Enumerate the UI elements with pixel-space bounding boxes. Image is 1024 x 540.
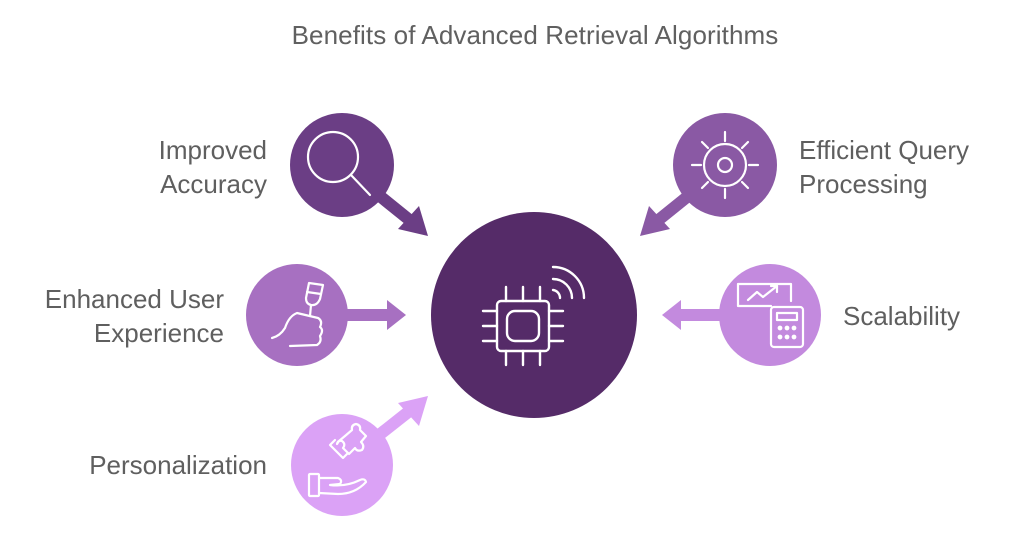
label-enhanced-user-experience: Enhanced User Experience: [45, 282, 224, 350]
benefit-circle-enhanced-user-experience: [246, 264, 348, 366]
label-line: Scalability: [843, 301, 961, 331]
label-line: Improved: [158, 135, 267, 165]
benefit-circle-personalization: [291, 414, 393, 516]
label-line: Experience: [93, 318, 224, 348]
label-personalization: Personalization: [89, 448, 267, 482]
chip-wireless-icon: [481, 265, 586, 367]
benefit-circle-efficient-query-processing: [673, 113, 777, 217]
benefit-circle-improved-accuracy: [290, 113, 394, 217]
gear-sun-icon: [690, 130, 760, 200]
magnifier-icon: [306, 130, 372, 197]
label-line: Accuracy: [160, 169, 267, 199]
hand-puzzle-icon: [307, 422, 368, 498]
label-scalability: Scalability: [843, 299, 960, 333]
label-line: Enhanced User: [44, 284, 224, 314]
label-efficient-query-processing: Efficient Query Processing: [799, 133, 969, 201]
label-line: Efficient Query: [799, 135, 970, 165]
diagram-title: Benefits of Advanced Retrieval Algorithm…: [291, 20, 779, 50]
label-improved-accuracy: Improved Accuracy: [159, 133, 267, 201]
center-circle: [431, 212, 637, 418]
label-line: Processing: [799, 169, 928, 199]
hand-glass-icon: [270, 281, 325, 348]
chart-calculator-icon: [736, 282, 805, 349]
label-line: Personalization: [89, 450, 267, 480]
